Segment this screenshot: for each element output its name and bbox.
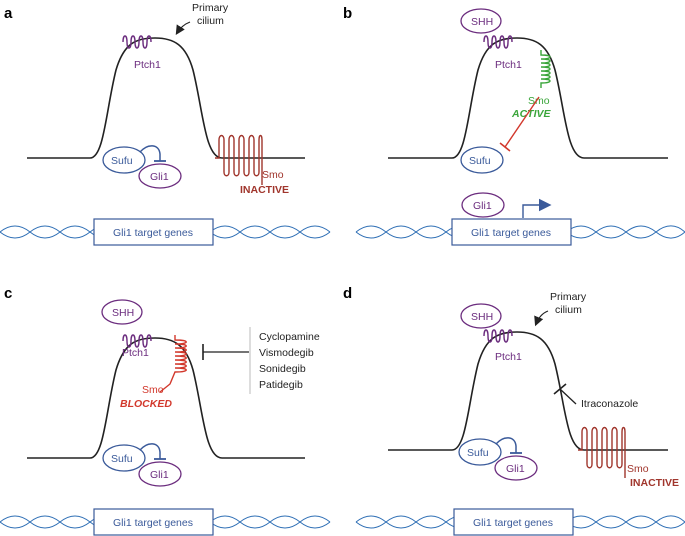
shh-label: SHH (112, 307, 134, 319)
panel-letter-d: d (343, 285, 352, 302)
ptch1-label: Ptch1 (122, 347, 149, 359)
sufu-label: Sufu (111, 453, 133, 465)
gli1-node (138, 163, 182, 189)
ptch1-label: Ptch1 (495, 59, 522, 71)
target-genes-label: Gli1 target genes (113, 227, 193, 239)
inhibitor-vismodegib: Vismodegib (259, 347, 314, 359)
panel-a: a Primary cilium Ptch1 Sufu Gli1 Smo INA… (0, 2, 331, 246)
inhibitor-patidegib: Patidegib (259, 379, 303, 391)
smo-label: Smo (142, 384, 164, 396)
smo-to-sufu-inhibition-bar (499, 142, 511, 152)
smo-receptor-icon (578, 426, 626, 478)
panel-letter-c: c (4, 285, 12, 302)
primary-cilium-label-line1: Primary (550, 291, 587, 303)
primary-cilium-arrow (534, 310, 549, 327)
primary-cilium-label-line1: Primary (192, 2, 229, 14)
smo-state-label: INACTIVE (630, 477, 679, 489)
gli1-node (494, 455, 538, 481)
primary-cilium-label-line2: cilium (555, 304, 582, 316)
sufu-node (460, 146, 504, 174)
sufu-inhibition-line (139, 443, 161, 459)
target-genes-box (451, 218, 572, 246)
smo-label: Smo (262, 169, 284, 181)
sufu-node (102, 146, 146, 174)
target-genes-label: Gli1 target genes (471, 227, 551, 239)
cilium-membrane (388, 37, 668, 159)
panel-d: d Primary cilium SHH Ptch1 Itraconazole … (343, 285, 685, 536)
itraconazole-inhibition-line (559, 388, 577, 405)
gli1-node (461, 192, 505, 218)
gli1-label: Gli1 (473, 200, 492, 212)
panel-b: b SHH Ptch1 Smo ACTIVE Sufu Gli1 Gli1 ta… (343, 5, 685, 246)
ptch1-label: Ptch1 (495, 351, 522, 363)
target-genes-label: Gli1 target genes (473, 517, 553, 529)
smo-state-label: ACTIVE (511, 108, 552, 120)
primary-cilium-arrow (175, 21, 191, 36)
inhibitor-cyclopamine: Cyclopamine (259, 331, 320, 343)
ptch1-label: Ptch1 (134, 59, 161, 71)
smo-state-label: BLOCKED (120, 398, 172, 410)
smo-state-label: INACTIVE (240, 184, 289, 196)
smo-to-sufu-inhibition-line (504, 96, 540, 148)
itraconazole-inhibition-bar (553, 383, 567, 395)
ptch1-receptor-icon (483, 35, 513, 49)
target-genes-box (453, 508, 574, 536)
sufu-label: Sufu (467, 447, 489, 459)
cilium-membrane (27, 337, 305, 459)
gli1-label: Gli1 (150, 171, 169, 183)
sufu-node (102, 444, 146, 472)
itraconazole-label: Itraconazole (581, 398, 638, 410)
sufu-label: Sufu (469, 155, 491, 167)
panel-letter-b: b (343, 5, 352, 22)
smo-receptor-icon (215, 134, 263, 185)
smo-active-receptor-icon (540, 50, 551, 88)
target-genes-box (93, 218, 214, 246)
transcription-arrow (522, 198, 552, 218)
smo-blocked-receptor-icon (159, 335, 187, 393)
shh-node (101, 299, 143, 325)
target-genes-label: Gli1 target genes (113, 517, 193, 529)
sufu-node (458, 438, 502, 466)
sufu-inhibition-line (139, 145, 161, 161)
gli1-label: Gli1 (150, 469, 169, 481)
gli1-label: Gli1 (506, 463, 525, 475)
gli1-node (138, 461, 182, 487)
panel-letter-a: a (4, 5, 13, 22)
shh-label: SHH (471, 16, 493, 28)
smo-label: Smo (627, 463, 649, 475)
shh-label: SHH (471, 311, 493, 323)
smo-label: Smo (528, 95, 550, 107)
cilium-membrane (27, 37, 305, 159)
shh-node (460, 303, 502, 329)
panel-c: c SHH Ptch1 Smo BLOCKED Cyclopamine Vism… (0, 285, 331, 536)
sufu-inhibition-line (495, 437, 517, 453)
cilium-membrane (388, 331, 668, 451)
inhibitor-sonidegib: Sonidegib (259, 363, 306, 375)
ptch1-receptor-icon (483, 329, 513, 343)
ptch1-receptor-icon (122, 334, 152, 348)
shh-node (460, 8, 502, 34)
target-genes-box (93, 508, 214, 536)
primary-cilium-label-line2: cilium (197, 15, 224, 27)
sufu-label: Sufu (111, 155, 133, 167)
ptch1-receptor-icon (122, 35, 152, 49)
